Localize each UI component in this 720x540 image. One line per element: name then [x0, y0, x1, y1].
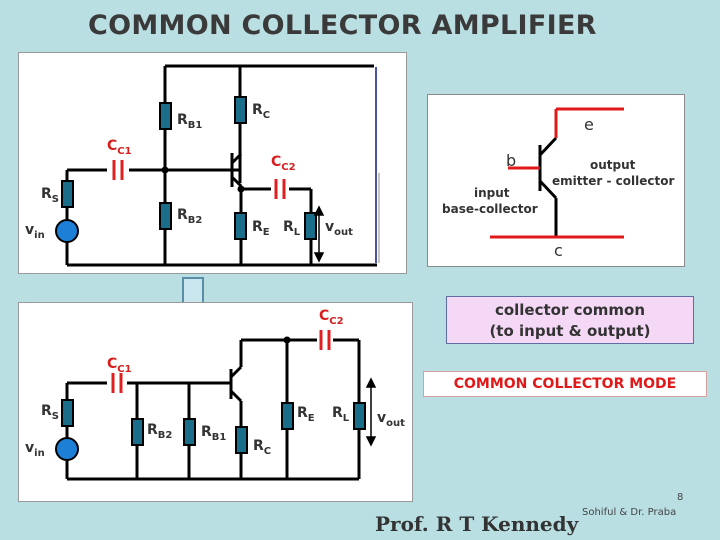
- terminal-e-label: e: [584, 115, 594, 134]
- transistor-diagram-panel: e b c output emitter - collector input b…: [427, 94, 685, 267]
- page-title: COMMON COLLECTOR AMPLIFIER: [88, 10, 597, 41]
- output-label-line2: emitter - collector: [552, 174, 675, 188]
- page-number: 8: [677, 492, 684, 503]
- label-cc1-bottom: CC1: [107, 356, 132, 375]
- terminal-c-label: c: [554, 241, 563, 260]
- input-label-line2: base-collector: [442, 202, 538, 216]
- collector-common-note: collector common (to input & output): [446, 296, 694, 344]
- label-cc2-bottom: CC2: [319, 308, 344, 327]
- top-circuit-schematic: [55, 64, 380, 267]
- label-rc: RC: [252, 102, 271, 121]
- terminal-b-label: b: [506, 151, 517, 170]
- label-vin-bottom: vin: [25, 440, 45, 459]
- label-rc-bottom: RC: [253, 438, 272, 457]
- label-rs: RS: [41, 186, 59, 205]
- author-name: Prof. R T Kennedy: [375, 512, 579, 536]
- note-line1: collector common: [494, 301, 646, 319]
- label-rb1: RB1: [177, 112, 203, 131]
- label-cc1: CC1: [107, 138, 132, 157]
- label-vin: vin: [25, 222, 45, 241]
- bottom-circuit-schematic: [55, 330, 377, 481]
- label-rb1-bottom: RB1: [201, 424, 227, 443]
- label-rl-bottom: RL: [332, 405, 350, 424]
- common-collector-mode-label: COMMON COLLECTOR MODE: [423, 371, 707, 397]
- output-label-line1: output: [590, 158, 636, 172]
- label-vout-bottom: vout: [377, 410, 405, 429]
- top-circuit-panel: RB1 RC CC1 CC2 RS vin RB2 RE RL vout: [18, 52, 407, 274]
- transistor-diagram: [490, 107, 624, 239]
- label-rl: RL: [283, 219, 301, 238]
- label-rb2: RB2: [177, 207, 203, 226]
- label-rs-bottom: RS: [41, 403, 59, 422]
- note-line2: (to input & output): [489, 322, 651, 340]
- label-re: RE: [252, 219, 270, 238]
- label-rb2-bottom: RB2: [147, 422, 173, 441]
- input-label-line1: input: [474, 186, 510, 200]
- label-cc2: CC2: [271, 154, 296, 173]
- bottom-circuit-panel: CC2 CC1 RS vin RB2 RB1 RC RE RL vout: [18, 302, 413, 502]
- credit-text: Sohiful & Dr. Praba: [582, 507, 677, 518]
- label-re-bottom: RE: [297, 405, 315, 424]
- label-vout: vout: [325, 219, 353, 238]
